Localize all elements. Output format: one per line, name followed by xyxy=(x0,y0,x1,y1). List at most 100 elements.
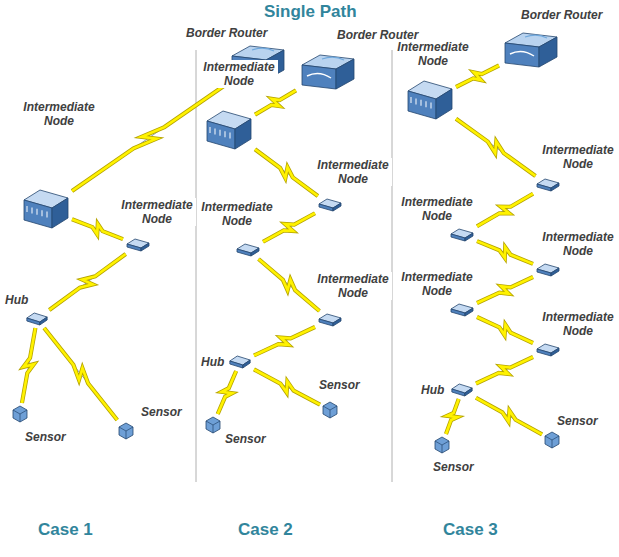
router-mark xyxy=(322,57,344,60)
link-wire xyxy=(477,194,533,227)
device-side xyxy=(40,317,47,325)
link-outline xyxy=(477,317,533,343)
sensor-node: Sensor xyxy=(118,422,134,440)
node-label: Sensor xyxy=(224,432,267,446)
node-label: Intermediate Node xyxy=(394,40,472,68)
sensor-body xyxy=(323,402,337,418)
network-switch-icon xyxy=(406,79,454,121)
border-router-icon xyxy=(298,51,356,93)
router-mark xyxy=(307,73,331,78)
link-outline xyxy=(254,369,320,404)
intermediate-node-icon xyxy=(449,303,475,317)
switch-port xyxy=(36,209,37,215)
device-side xyxy=(465,308,473,316)
intermediate-node: Intermediate Node xyxy=(235,243,261,257)
link-outline xyxy=(22,328,35,403)
link-outline xyxy=(44,328,117,420)
border-router: Border Router xyxy=(298,51,356,93)
sensor-body xyxy=(119,423,133,439)
intermediate-node-icon xyxy=(449,228,475,242)
link-outline xyxy=(477,194,533,227)
device-front xyxy=(451,309,465,316)
device-side xyxy=(465,388,472,396)
wireless-link xyxy=(254,369,320,404)
sensor-node: Sensor xyxy=(322,401,338,419)
intermediate-node-icon xyxy=(317,313,343,327)
sensor-node-icon xyxy=(12,405,28,423)
switch-port xyxy=(229,133,230,139)
device-front xyxy=(319,319,333,326)
case-label: Case 1 xyxy=(36,520,95,540)
node-label: Intermediate Node xyxy=(118,198,196,226)
router-front xyxy=(505,43,539,67)
link-wire xyxy=(259,259,320,311)
switch-port xyxy=(224,131,225,137)
link-wire xyxy=(477,277,533,303)
intermediate-node-icon xyxy=(317,198,343,212)
switch-front xyxy=(24,200,52,228)
network-switch-icon xyxy=(205,109,253,151)
divider-line xyxy=(196,50,197,482)
switch-port xyxy=(31,207,32,213)
intermediate-node-icon xyxy=(235,243,261,257)
switch-port xyxy=(430,103,431,109)
sensor-node-icon xyxy=(544,431,560,449)
link-outline xyxy=(456,119,536,176)
link-wire xyxy=(254,369,320,404)
switch-port xyxy=(209,127,210,133)
device-side xyxy=(465,233,473,241)
switch-port xyxy=(415,98,416,104)
wireless-link xyxy=(456,119,536,176)
link-wire xyxy=(477,241,533,264)
link-outline xyxy=(476,357,533,384)
switch-port xyxy=(46,212,47,218)
node-label: Sensor xyxy=(140,405,183,419)
wireless-link xyxy=(477,194,533,227)
link-wire xyxy=(218,371,236,414)
device-front xyxy=(537,269,551,276)
sensor-node-icon xyxy=(322,401,338,419)
link-outline xyxy=(259,259,320,311)
switch-port xyxy=(214,128,215,134)
link-outline xyxy=(477,277,533,303)
node-label: Hub xyxy=(4,293,29,307)
node-label: Intermediate Node xyxy=(539,230,617,258)
intermediate-node: Intermediate Node xyxy=(317,198,343,212)
node-label: Intermediate Node xyxy=(539,143,617,171)
sensor-body xyxy=(13,406,27,422)
device-front xyxy=(237,249,251,256)
device-front xyxy=(452,389,465,396)
wireless-link xyxy=(255,149,318,196)
wireless-link xyxy=(476,398,542,435)
divider-line xyxy=(392,50,393,482)
sensor-edge xyxy=(13,410,27,422)
wireless-link xyxy=(44,328,117,420)
device-front xyxy=(451,234,465,241)
node-label: Border Router xyxy=(185,26,268,40)
intermediate-node-icon xyxy=(535,263,561,277)
switch-port xyxy=(420,100,421,106)
link-outline xyxy=(49,254,125,310)
link-wire xyxy=(456,119,536,176)
link-outline xyxy=(456,66,499,88)
link-outline xyxy=(72,219,123,239)
border-router: Border Router xyxy=(501,29,559,71)
sensor-node-icon xyxy=(434,436,450,454)
hub-node: Hub xyxy=(25,312,49,326)
case-label: Case 2 xyxy=(236,520,295,540)
link-outline xyxy=(254,327,315,355)
node-label: Intermediate Node xyxy=(20,100,98,128)
intermediate-node: Intermediate Node xyxy=(449,228,475,242)
switch-side xyxy=(52,198,68,228)
device-side xyxy=(551,183,559,191)
intermediate-node: Intermediate Node xyxy=(449,303,475,317)
router-side xyxy=(336,59,354,89)
wireless-link xyxy=(218,371,236,414)
router-mark xyxy=(252,48,274,51)
link-wire xyxy=(255,149,318,196)
switch-front xyxy=(207,121,235,149)
node-label: Intermediate Node xyxy=(200,60,278,88)
node-label: Intermediate Node xyxy=(198,200,276,228)
link-wire xyxy=(254,327,315,355)
node-label: Sensor xyxy=(24,430,67,444)
